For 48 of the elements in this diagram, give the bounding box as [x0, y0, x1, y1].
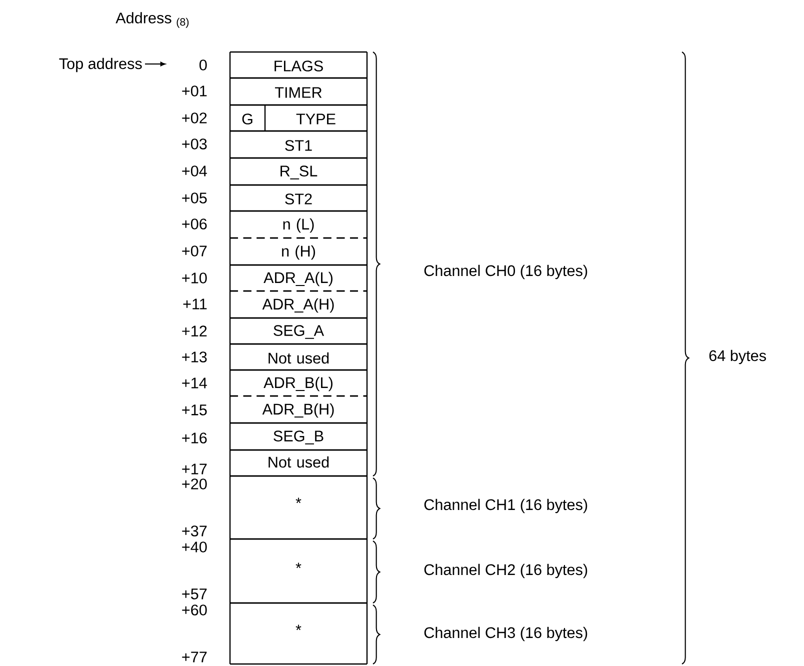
memory-cell: *: [229, 475, 368, 540]
memory-cell: FLAGS: [229, 51, 368, 79]
memory-cell: *: [229, 602, 368, 665]
address-label: +40: [182, 542, 207, 552]
address-label: +02: [182, 112, 207, 124]
memory-cell: ADR_A(H): [229, 290, 368, 319]
memory-cell: ST2: [229, 184, 368, 212]
memory-cell: TIMER: [229, 77, 368, 106]
address-label: +11: [183, 298, 207, 310]
memory-cell: Not used: [229, 343, 368, 371]
channel-label: Channel CH3 (16 bytes): [424, 626, 588, 642]
channel-label: Channel CH1 (16 bytes): [424, 498, 588, 514]
memory-cell: ST1: [229, 130, 368, 159]
memory-cell: ADR_B(L): [229, 369, 368, 397]
memory-cell: ADR_A(L): [229, 264, 368, 292]
address-label: +12: [182, 326, 207, 336]
address-label: +17: [182, 464, 207, 474]
memory-cell: Not used: [229, 449, 368, 477]
address-label: +04: [182, 166, 207, 176]
address-label: +37: [182, 526, 207, 536]
memory-cell: R_SL: [229, 157, 368, 186]
size-label: 64 bytes: [709, 350, 766, 364]
address-label: +13: [182, 352, 207, 362]
address-label: +06: [182, 218, 207, 230]
channel-label: Channel CH0 (16 bytes): [424, 264, 588, 280]
address-label: +05: [182, 192, 207, 204]
address-label: +10: [182, 272, 207, 284]
address-label: +57: [182, 588, 207, 600]
address-label: +14: [182, 378, 207, 388]
memory-cell: G TYPE: [229, 104, 368, 132]
address-label: +01: [182, 86, 207, 96]
memory-cell: SEG_B: [229, 422, 368, 451]
address-label: +15: [182, 404, 207, 416]
address-label: +07: [182, 246, 207, 256]
address-label: +60: [182, 604, 207, 616]
memory-cell: n (H): [229, 237, 368, 266]
address-label: 0: [199, 60, 207, 70]
pointer-label: Top address: [59, 58, 142, 72]
column-heading: Address $_{(8)}$: [116, 12, 189, 28]
address-label: +77: [182, 652, 207, 662]
address-label: +03: [182, 138, 207, 150]
memory-cell: SEG_A: [229, 317, 368, 345]
memory-cell: *: [229, 538, 368, 604]
memory-cell: n (L): [229, 210, 368, 239]
address-label: +20: [182, 478, 207, 490]
channel-label: Channel CH2 (16 bytes): [424, 564, 588, 578]
memory-cell: ADR_B(H): [229, 395, 368, 424]
address-label: +16: [182, 432, 207, 444]
